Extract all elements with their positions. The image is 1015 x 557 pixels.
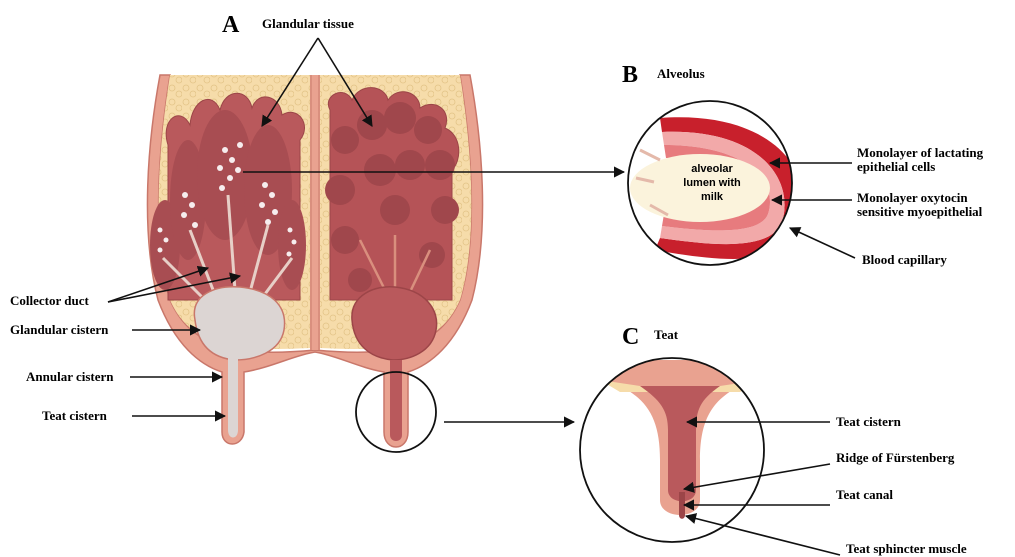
sphincter-label: Teat sphincter muscle	[846, 541, 967, 556]
udder-illustration	[147, 75, 482, 447]
sphincter-arrow	[686, 516, 840, 555]
capillary-label: Blood capillary	[862, 252, 947, 267]
glandular-cistern-label: Glandular cistern	[10, 322, 109, 337]
teat-canal-label: Teat canal	[836, 487, 893, 502]
panel-c-title: Teat	[654, 327, 679, 342]
panel-a-title: Glandular tissue	[262, 16, 354, 31]
ridge-label: Ridge of Fürstenberg	[836, 450, 955, 465]
panel-a-letter: A	[222, 12, 240, 38]
annular-cistern-label: Annular cistern	[26, 369, 114, 384]
teat-cistern-label-a: Teat cistern	[42, 408, 108, 423]
epithelial-label-2: epithelial cells	[857, 159, 935, 174]
panel-b-letter: B	[622, 62, 638, 88]
lumen-text-1: alveolar	[691, 163, 733, 175]
myoepithelial-label-2: sensitive myoepithelial	[857, 204, 983, 219]
epithelial-label-1: Monolayer of lactating	[857, 145, 984, 160]
lumen-text-3: milk	[701, 191, 724, 203]
lumen-text-2: lumen with	[683, 177, 741, 189]
myoepithelial-label-1: Monolayer oxytocin	[857, 190, 968, 205]
panel-c-letter: C	[622, 324, 639, 350]
teat-cistern-label-c: Teat cistern	[836, 414, 902, 429]
panel-b-title: Alveolus	[657, 66, 705, 81]
collector-duct-label: Collector duct	[10, 293, 89, 308]
teat-detail	[580, 358, 770, 548]
capillary-arrow	[790, 228, 855, 258]
